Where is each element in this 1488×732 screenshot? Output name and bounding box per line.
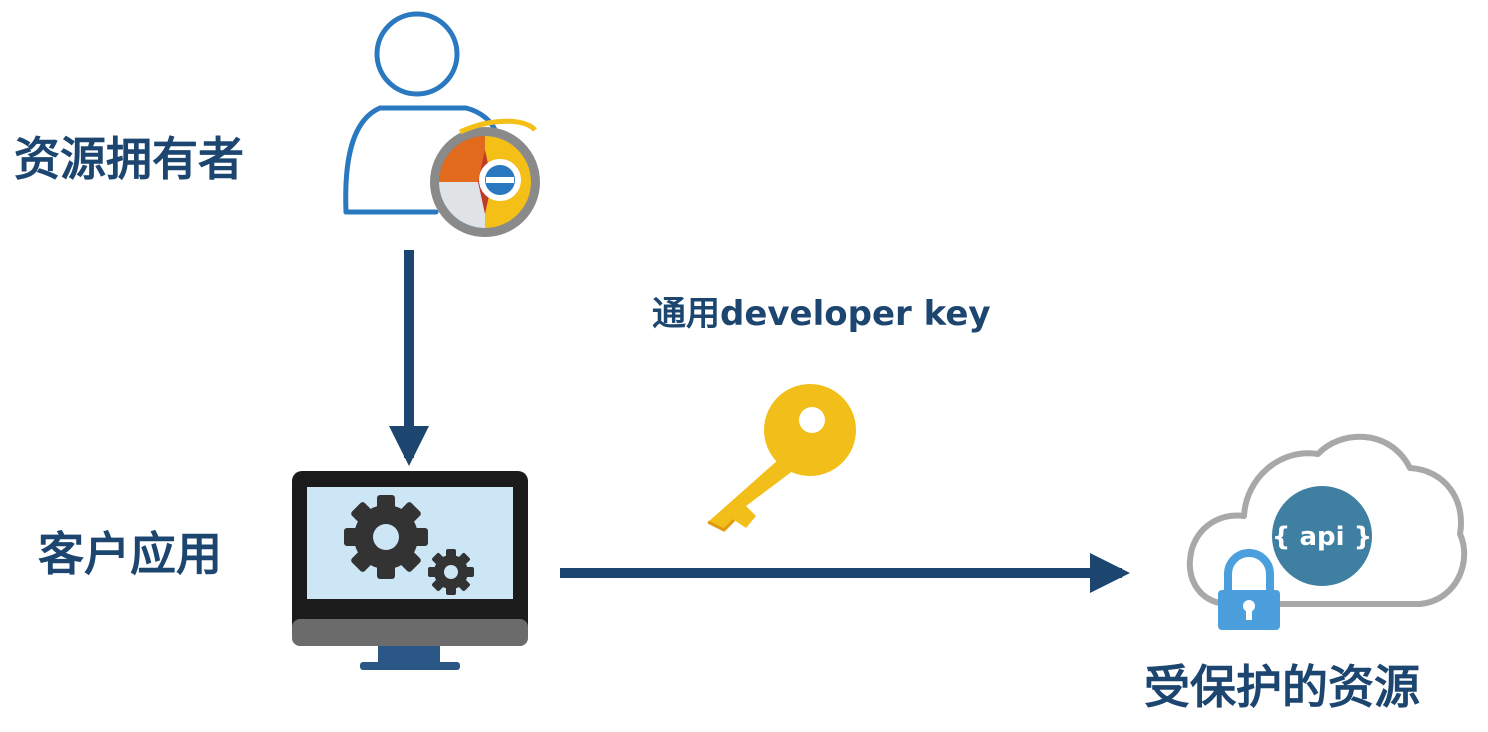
large-gear-icon	[344, 495, 428, 579]
lock-icon	[1218, 549, 1280, 630]
client-app-label: 客户应用	[38, 527, 222, 581]
api-badge: { api }	[1272, 522, 1372, 552]
developer-key-label: 通用developer key	[652, 294, 991, 334]
resource-owner-label: 资源拥有者	[14, 132, 244, 186]
user-browser-icon	[343, 11, 540, 237]
protected-resource-label: 受保护的资源	[1144, 660, 1420, 714]
computer-gears-icon	[292, 471, 528, 670]
api-circle	[1272, 486, 1372, 586]
key-icon	[707, 384, 856, 532]
small-gear-icon	[428, 549, 474, 595]
cloud-api-lock-icon: { api }	[1186, 433, 1468, 630]
browser-icons	[430, 118, 540, 237]
monitor-stand	[378, 646, 440, 664]
